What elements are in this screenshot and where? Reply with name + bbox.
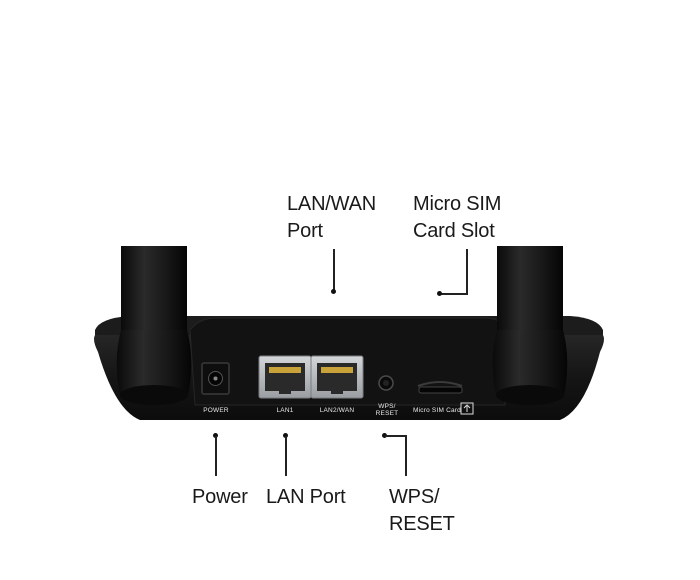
leader-dot-power — [213, 433, 218, 438]
callout-power: Power — [192, 486, 248, 508]
leader-dot-lan-wan — [331, 289, 336, 294]
right-antenna — [492, 246, 568, 405]
leader-power — [215, 436, 217, 476]
leader-wps-horizontal — [385, 435, 407, 437]
lan2-wan-port-label: LAN2/WAN — [319, 407, 355, 414]
callout-micro-sim-card-slot: Micro SIM Card Slot — [413, 193, 502, 242]
leader-sim-horizontal — [440, 293, 468, 295]
power-port-label: POWER — [203, 407, 229, 414]
leader-dot-wps — [382, 433, 387, 438]
leader-lan — [285, 436, 287, 476]
leader-dot-lan — [283, 433, 288, 438]
wps-reset-button — [378, 375, 394, 391]
sim-insert-arrow-icon — [460, 402, 474, 415]
callout-lan-wan-port: LAN/WAN Port — [287, 193, 376, 242]
lan1-port-label: LAN1 — [276, 407, 294, 414]
power-port — [201, 362, 230, 395]
micro-sim-slot — [417, 381, 463, 394]
lan1-port — [258, 355, 312, 399]
callout-wps-reset: WPS/ RESET — [389, 486, 455, 535]
micro-sim-port-label: Micro SIM Card — [413, 407, 461, 414]
leader-wps-vertical — [405, 435, 407, 476]
lan2-wan-port — [310, 355, 364, 399]
left-antenna — [116, 246, 192, 405]
callout-lan-port: LAN Port — [266, 486, 346, 508]
leader-lan-wan — [333, 249, 335, 291]
leader-dot-sim — [437, 291, 442, 296]
leader-sim-vertical — [466, 249, 468, 295]
wps-reset-port-label: WPS/ RESET — [375, 403, 399, 417]
